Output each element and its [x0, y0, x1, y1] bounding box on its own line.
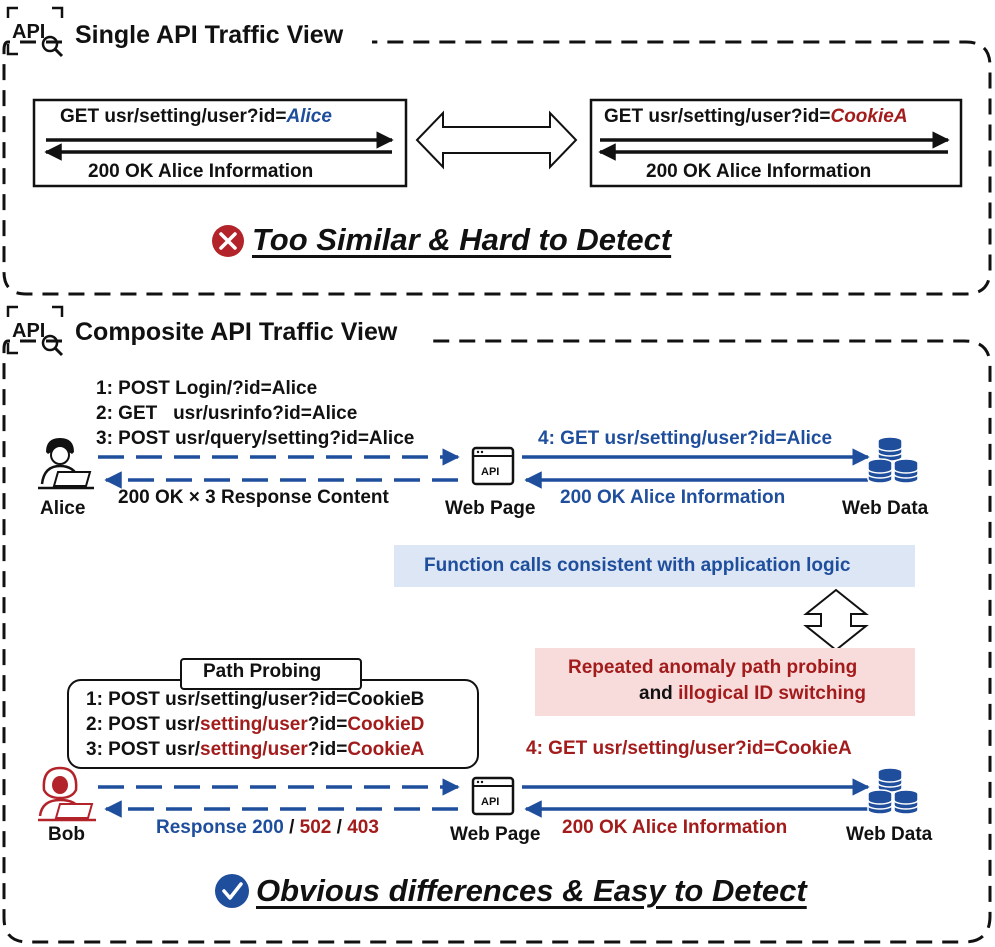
svg-text:API: API: [12, 320, 45, 342]
alice-backend-request: 4: GET usr/setting/user?id=Alice: [538, 428, 833, 449]
single-right-request-id: CookieA: [830, 106, 908, 127]
normal-note: Function calls consistent with applicati…: [424, 555, 851, 576]
alice-request-3: 3: POST usr/query/setting?id=Alice: [96, 428, 415, 449]
alice-request-1: 1: POST Login/?id=Alice: [96, 378, 318, 399]
alice-response: 200 OK × 3 Response Content: [118, 487, 389, 508]
single-left-response: 200 OK Alice Information: [88, 161, 314, 182]
single-view-frame: [2, 40, 992, 296]
bob-backend-request: 4: GET usr/setting/user?id=CookieA: [526, 738, 852, 759]
compare-arrow: [415, 110, 578, 170]
path-probing-title: Path Probing: [203, 661, 322, 682]
api-search-icon: API: [6, 6, 64, 58]
bob-backend-response: 200 OK Alice Information: [562, 817, 788, 838]
api-search-icon: API: [6, 305, 64, 357]
single-view-verdict: Too Similar & Hard to Detect: [252, 222, 672, 257]
database-icon: [867, 436, 919, 484]
api-web-page-icon: API: [471, 446, 515, 486]
cross-icon: [212, 225, 244, 257]
database-icon: [867, 767, 919, 815]
composite-view-frame: [2, 339, 992, 944]
svg-text:API: API: [12, 21, 45, 43]
single-right-request: GET usr/setting/user?id=CookieA: [604, 106, 908, 127]
hacker-laptop-icon: [38, 766, 96, 822]
single-left-request: GET usr/setting/user?id=Alice: [60, 106, 332, 127]
contrast-arrow: [803, 588, 869, 652]
bob-label: Bob: [48, 824, 85, 845]
anomaly-note-box: [535, 648, 915, 716]
user-laptop-icon: [38, 438, 94, 490]
alice-label: Alice: [40, 498, 86, 519]
single-left-request-id: Alice: [286, 106, 332, 127]
composite-view-verdict: Obvious differences & Easy to Detect: [256, 873, 807, 908]
anomaly-note-line2: and illogical ID switching: [639, 683, 866, 704]
svg-text:API: API: [481, 466, 499, 478]
bob-web-data-label: Web Data: [846, 824, 933, 845]
probe-3: 3: POST usr/setting/user?id=CookieA: [86, 739, 425, 760]
single-view-title: Single API Traffic View: [71, 21, 348, 50]
alice-backend-response: 200 OK Alice Information: [560, 487, 786, 508]
bob-response: Response 200 / 502 / 403: [156, 817, 379, 838]
alice-web-page-label: Web Page: [445, 498, 536, 519]
bob-web-page-label: Web Page: [450, 824, 541, 845]
svg-text:API: API: [481, 796, 499, 808]
path-probing-box: [67, 679, 479, 769]
alice-web-data-label: Web Data: [842, 498, 929, 519]
check-icon: [215, 874, 249, 908]
alice-request-2: 2: GET usr/usrinfo?id=Alice: [96, 403, 358, 424]
single-right-response: 200 OK Alice Information: [646, 161, 872, 182]
normal-note-box: [394, 545, 915, 587]
composite-view-title: Composite API Traffic View: [71, 318, 402, 347]
path-probing-title-box: [180, 658, 362, 690]
api-web-page-icon: API: [471, 776, 515, 816]
probe-1: 1: POST usr/setting/user?id=CookieB: [86, 689, 425, 710]
probe-2: 2: POST usr/setting/user?id=CookieD: [86, 714, 425, 735]
anomaly-note-line1: Repeated anomaly path probing: [568, 657, 858, 678]
